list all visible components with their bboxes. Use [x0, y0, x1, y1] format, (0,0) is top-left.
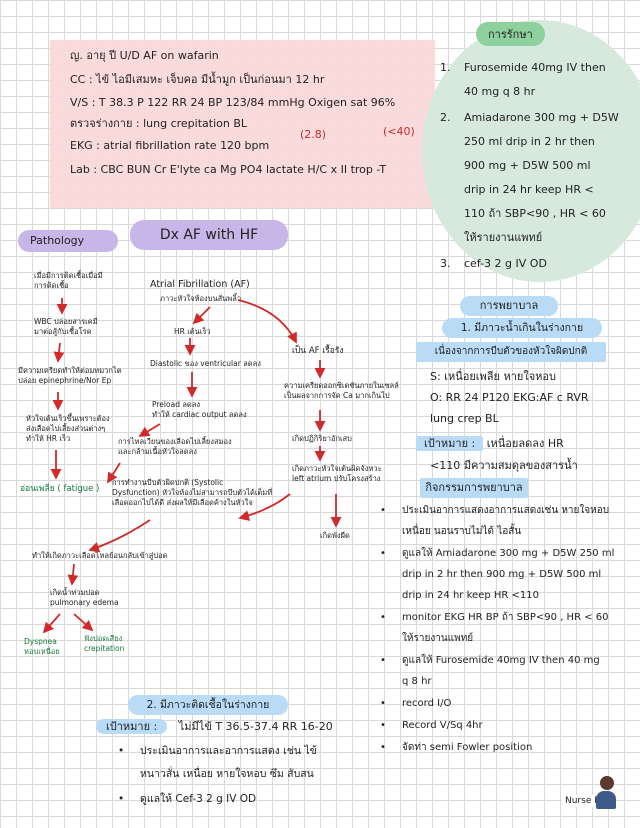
nursing-problem-1: 1. มีภาวะน้ำเกินในร่างกาย	[442, 318, 602, 338]
nursing-so: S: เหนื่อยเพลีย หายใจหอบ O: RR 24 P120 E…	[430, 366, 589, 429]
activity-4-line-2: q 8 hr	[402, 671, 600, 692]
activity-5-line-1: record I/O	[402, 693, 451, 714]
nursing-title: การพยาบาล	[460, 296, 558, 316]
nursing-goal-text: เหนื่อยลดลง HR	[487, 437, 564, 450]
arrow-edema-crep	[74, 614, 92, 630]
activity-1-line-1: ประเมินอาการแสดงอาการแสดงเช่น หายใจหอบ	[402, 500, 609, 521]
nursing-goal: เป้าหมาย : เหนื่อยลดลง HR	[416, 434, 564, 454]
activity-4-line-1: ดูแลให้ Furosemide 40mg IV then 40 mg	[402, 650, 600, 671]
arrow-af-chronic	[238, 300, 296, 342]
problem-2-bullet-2: • ดูแลให้ Cef-3 2 g IV OD	[118, 788, 317, 811]
nursing-activities-list: • ประเมินอาการแสดงอาการแสดงเช่น หายใจหอบ…	[380, 500, 614, 758]
problem-2-goal: เป้าหมาย : ไม่มีไข้ T 36.5-37.4 RR 16-20	[96, 718, 333, 736]
activity-6-line-1: Record V/Sq 4hr	[402, 715, 483, 736]
activity-5: • record I/O	[380, 693, 614, 714]
activity-2: • ดูแลให้ Amiadarone 300 mg + D5W 250 ml…	[380, 543, 614, 606]
bullet-icon: •	[380, 715, 402, 736]
activity-7-line-1: จัดท่า semi Fowler position	[402, 737, 532, 758]
bullet-icon: •	[380, 607, 402, 649]
activity-2-line-2: drip in 2 hr then 900 mg + D5W 500 ml	[402, 564, 614, 585]
bullet-icon: •	[380, 500, 402, 542]
activity-4: • ดูแลให้ Furosemide 40mg IV then 40 mg …	[380, 650, 614, 692]
arrow-preload-flow	[140, 424, 160, 436]
arrow-edema-dyspnea	[44, 614, 60, 632]
arrow-systolic-backflow	[90, 520, 150, 550]
nursing-activities-label: กิจกรรมการพยาบาล	[420, 478, 528, 498]
problem-2-bullet-2-line-1: ดูแลให้ Cef-3 2 g IV OD	[140, 788, 256, 811]
problem-2-bullet-1: • ประเมินอาการและอาการแสดง เช่น ไข้ หนาว…	[118, 740, 317, 786]
activity-6: • Record V/Sq 4hr	[380, 715, 614, 736]
problem-2-bullet-1-line-1: ประเมินอาการและอาการแสดง เช่น ไข้	[140, 740, 317, 763]
nursing-objective-1: O: RR 24 P120 EKG:AF c RVR	[430, 387, 589, 408]
arrow-af-hr	[194, 307, 210, 323]
arrow-arrhythmia-systolic	[240, 494, 290, 518]
problem-2-title: 2. มีภาวะติดเชื้อในร่างกาย	[128, 695, 288, 715]
nursing-goal-2: <110 มีความสมดุลของสารน้ำ	[430, 456, 578, 474]
nursing-objective-2: lung crep BL	[430, 408, 589, 429]
bullet-icon: •	[118, 788, 140, 811]
nursing-goal-label: เป้าหมาย :	[416, 436, 483, 451]
activity-1-line-2: เหนื่อย นอนราบไม่ได้ ไอสั้น	[402, 521, 609, 542]
activity-1: • ประเมินอาการแสดงอาการแสดงเช่น หายใจหอบ…	[380, 500, 614, 542]
bullet-icon: •	[380, 650, 402, 692]
arrow-backflow-edema	[72, 564, 74, 584]
bullet-icon: •	[118, 740, 140, 786]
bullet-icon: •	[380, 693, 402, 714]
arrow-flow-fatigue	[108, 463, 120, 482]
bullet-icon: •	[380, 737, 402, 758]
nursing-subjective: S: เหนื่อยเพลีย หายใจหอบ	[430, 366, 589, 387]
problem-2-goal-label: เป้าหมาย :	[96, 719, 167, 734]
activity-3: • monitor EKG HR BP ถ้า SBP<90 , HR < 60…	[380, 607, 614, 649]
bullet-icon: •	[380, 543, 402, 606]
arrow-wbc-stress	[58, 343, 60, 361]
nurse-avatar-icon	[596, 776, 618, 810]
problem-2-bullet-1-line-2: หนาวสั่น เหนื่อย หายใจหอบ ซึม สับสน	[140, 763, 317, 786]
activity-2-line-1: ดูแลให้ Amiadarone 300 mg + D5W 250 ml	[402, 543, 614, 564]
activity-3-line-1: monitor EKG HR BP ถ้า SBP<90 , HR < 60	[402, 607, 608, 628]
activity-3-line-2: ให้รายงานแพทย์	[402, 628, 608, 649]
problem-2-goal-text: ไม่มีไข้ T 36.5-37.4 RR 16-20	[179, 720, 333, 733]
activity-2-line-3: drip in 24 hr keep HR <110	[402, 585, 614, 606]
activity-7: • จัดท่า semi Fowler position	[380, 737, 614, 758]
problem-2-bullets: • ประเมินอาการและอาการแสดง เช่น ไข้ หนาว…	[118, 740, 317, 811]
nursing-reason: เนื่องจากการบีบตัวของหัวใจผิดปกติ	[416, 342, 606, 362]
